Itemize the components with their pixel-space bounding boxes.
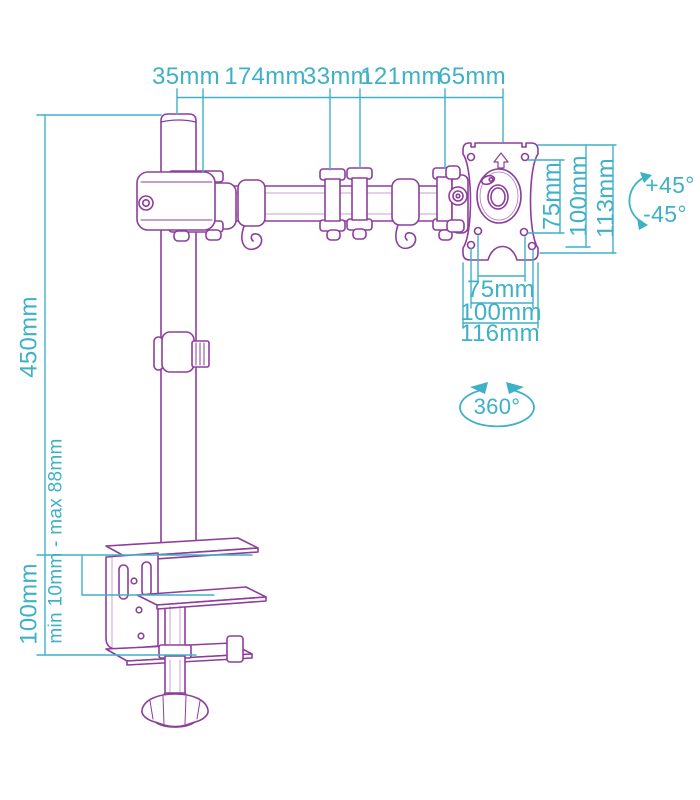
- dim-mid-joint: 33mm: [303, 63, 371, 90]
- vesa-horizontal-dimension-lines: [462, 235, 539, 329]
- desk-clamp: [105, 537, 267, 728]
- dim-vesa-hole-h: 75mm: [467, 276, 535, 303]
- tilt-top-hook: [445, 165, 461, 180]
- dim-pole-width: 35mm: [152, 63, 220, 90]
- tilt-bottom-tab: [446, 219, 465, 233]
- mid-arm-clamp: [319, 167, 373, 241]
- left-dimension-lines: [36, 114, 253, 656]
- clamp-arm-end-tab: [226, 635, 244, 663]
- clamp-screw-shaft-lower: [164, 655, 186, 697]
- vesa-vertical-dimension-lines: [527, 144, 617, 254]
- pole-clamp-joint: [136, 170, 224, 242]
- clamp-knob: [141, 692, 209, 728]
- tilt-down-label: -45°: [643, 201, 687, 227]
- vesa-plate: [445, 142, 539, 261]
- dim-pole-height: 450mm: [16, 296, 43, 378]
- dim-clamp-height: 100mm: [16, 563, 43, 645]
- cable-hook-2: [391, 178, 420, 250]
- pole-collar: [153, 331, 210, 373]
- tilt-knob: [448, 186, 468, 206]
- vesa-holes: [466, 152, 537, 251]
- tilt-up-label: +45°: [645, 172, 694, 198]
- up-arrow-icon: [493, 152, 509, 169]
- dim-vesa-pattern-h: 100mm: [460, 299, 542, 326]
- line-art: [105, 113, 539, 728]
- dim-vesa-hole-v: 75mm: [539, 162, 566, 230]
- dimension-labels: 35mm 174mm 33mm 121mm 65mm 450mm min 10m…: [16, 63, 695, 645]
- dim-arm-segment-2: 121mm: [360, 63, 442, 90]
- swivel-rotation-arrow: [459, 382, 535, 428]
- dim-vesa-plate-height: 113mm: [593, 158, 620, 238]
- dimension-lines: [36, 88, 652, 656]
- swivel-label: 360°: [474, 394, 521, 419]
- dim-vesa-plate-width: 116mm: [460, 320, 540, 347]
- dim-vesa-pattern-v: 100mm: [566, 155, 593, 237]
- top-dimension-lines: [176, 88, 504, 173]
- dim-clamp-opening: min 10mm - max 88mm: [46, 438, 67, 643]
- dim-head-offset: 65mm: [438, 63, 506, 90]
- dim-arm-segment-1: 174mm: [224, 63, 306, 90]
- cable-hook-1: [237, 179, 266, 251]
- tilt-rotation-arrow: [628, 172, 652, 230]
